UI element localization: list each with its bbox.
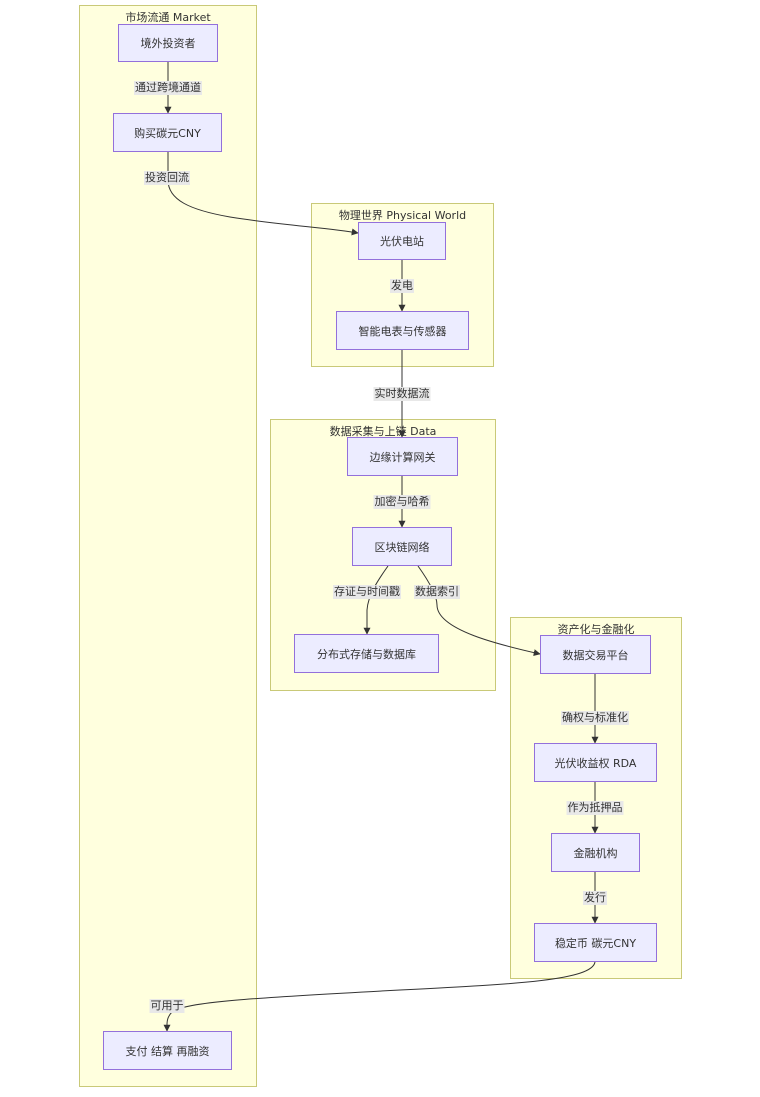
node-blockchain-network: 区块链网络 — [352, 527, 452, 566]
node-financial-institution: 金融机构 — [551, 833, 640, 872]
edge-label-collateral: 作为抵押品 — [566, 801, 624, 815]
node-edge-gateway: 边缘计算网关 — [347, 437, 458, 476]
node-pv-rda: 光伏收益权 RDA — [534, 743, 657, 782]
cluster-market: 市场流通 Market — [79, 5, 257, 1087]
edge-label-generate: 发电 — [390, 279, 414, 293]
edge-blockchain-to-exchange — [417, 565, 541, 657]
edge-label-realtime: 实时数据流 — [373, 387, 431, 401]
node-stablecoin: 稳定币 碳元CNY — [534, 923, 657, 962]
node-data-exchange: 数据交易平台 — [540, 635, 651, 674]
node-pv-station: 光伏电站 — [358, 222, 446, 260]
edge-label-index: 数据索引 — [414, 585, 460, 599]
node-buy-carbon-cny: 购买碳元CNY — [113, 113, 222, 152]
cluster-physical-world-title: 物理世界 Physical World — [338, 209, 467, 222]
edge-label-encrypt: 加密与哈希 — [373, 495, 431, 509]
node-overseas-investor: 境外投资者 — [118, 24, 218, 62]
edge-label-reinvest: 投资回流 — [144, 171, 190, 185]
edge-label-rights: 确权与标准化 — [561, 711, 629, 725]
node-payment-settlement: 支付 结算 再融资 — [103, 1031, 232, 1070]
edge-buy-to-pv-station — [167, 152, 359, 236]
edge-blockchain-to-storage — [363, 565, 389, 635]
edge-label-issue: 发行 — [583, 891, 607, 905]
edge-stablecoin-to-payment — [163, 961, 596, 1032]
cluster-market-title: 市场流通 Market — [125, 11, 211, 24]
edge-label-usable: 可用于 — [149, 999, 185, 1013]
cluster-data-title: 数据采集与上链 Data — [329, 425, 437, 438]
node-smart-meter: 智能电表与传感器 — [336, 311, 469, 350]
node-distributed-storage: 分布式存储与数据库 — [294, 634, 439, 673]
cluster-asset-title: 资产化与金融化 — [557, 623, 635, 636]
edge-label-evidence: 存证与时间戳 — [333, 585, 401, 599]
edge-label-cross-border: 通过跨境通道 — [134, 81, 202, 95]
